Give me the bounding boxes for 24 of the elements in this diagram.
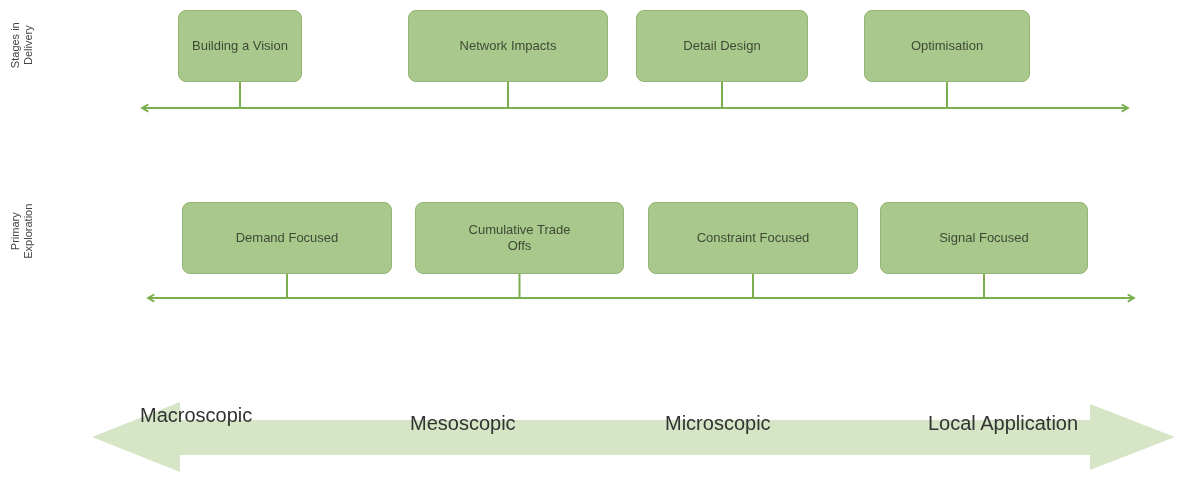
stage-box: Optimisation xyxy=(864,10,1030,82)
connector-line xyxy=(752,273,754,298)
stage-box: Cumulative Trade Offs xyxy=(415,202,624,274)
connector-line xyxy=(946,81,948,108)
stage-box: Building a Vision xyxy=(178,10,302,82)
scale-label: Macroscopic xyxy=(140,404,253,427)
row-label: Primary Exploration xyxy=(8,202,35,261)
stage-box: Signal Focused xyxy=(880,202,1088,274)
scale-label: Mesoscopic xyxy=(410,412,516,435)
connector-line xyxy=(286,273,288,298)
connector-line xyxy=(518,273,521,298)
scale-label: Microscopic xyxy=(665,412,771,435)
connector-line xyxy=(721,81,723,108)
timeline-arrow xyxy=(147,293,1135,303)
stage-box: Detail Design xyxy=(636,10,808,82)
row-label: Stages in Delivery xyxy=(8,21,35,71)
stage-box: Constraint Focused xyxy=(648,202,858,274)
stage-box: Network Impacts xyxy=(408,10,608,82)
connector-line xyxy=(239,81,241,108)
stage-box: Demand Focused xyxy=(182,202,392,274)
connector-line xyxy=(507,81,509,108)
timeline-arrow xyxy=(141,103,1129,113)
scale-label: Local Application xyxy=(928,412,1079,435)
connector-line xyxy=(983,273,985,298)
